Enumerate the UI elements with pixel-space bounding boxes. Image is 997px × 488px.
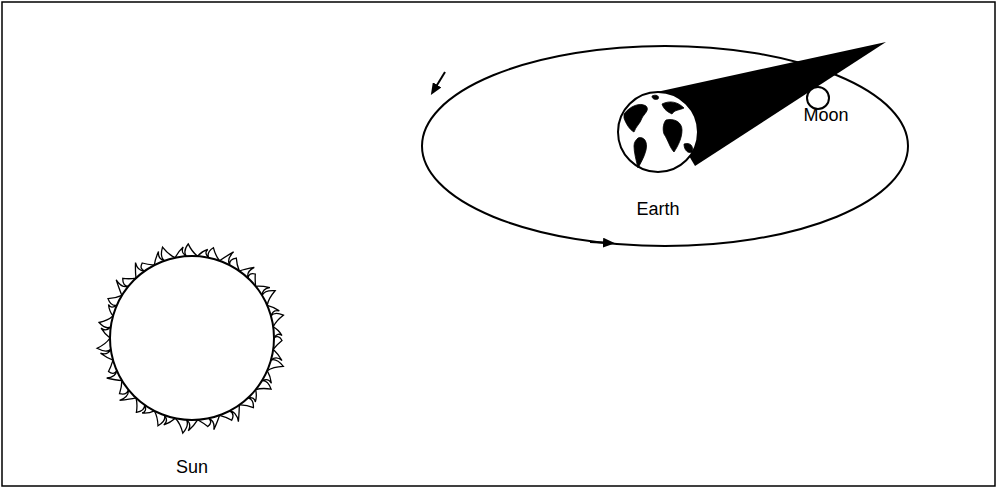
continent xyxy=(662,102,684,114)
continent xyxy=(624,104,647,132)
moon-node: Moon xyxy=(790,82,860,130)
body-label: Moon xyxy=(803,106,848,126)
body-label: Sun xyxy=(176,458,208,478)
earth-node: Earth xyxy=(612,88,704,224)
continent xyxy=(652,95,659,99)
sun-flames xyxy=(97,244,283,433)
continent xyxy=(684,143,693,152)
continent xyxy=(663,119,682,152)
moon-orbit xyxy=(422,46,908,246)
sun-shape xyxy=(92,238,292,482)
continent xyxy=(634,138,647,168)
body-label: Earth xyxy=(636,200,679,220)
sun-disc xyxy=(110,256,274,420)
sun-node: Sun xyxy=(92,238,292,482)
orbit-arrow xyxy=(590,242,609,243)
earth-globe xyxy=(618,92,698,172)
orbit-arrow xyxy=(434,72,445,90)
